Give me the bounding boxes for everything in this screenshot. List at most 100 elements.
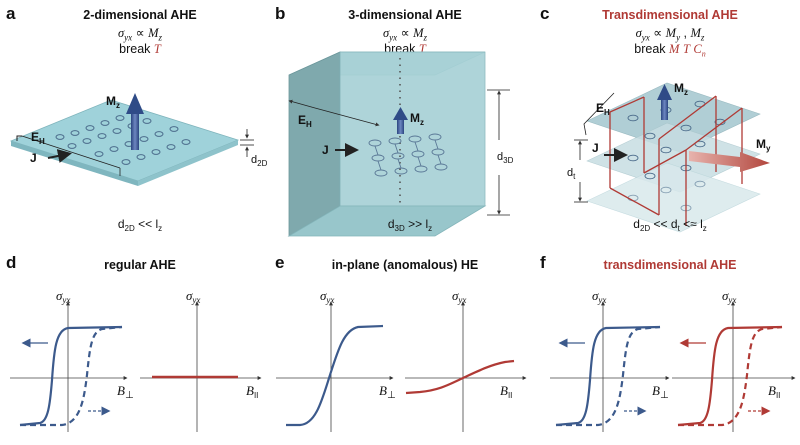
thickness-label-a: d2D — [251, 154, 268, 168]
hysteresis-down — [678, 325, 783, 427]
panel-f-title: transdimensional AHE — [603, 258, 737, 272]
slab-2d-top — [9, 99, 240, 182]
time-reversal-symbol: T — [418, 42, 426, 56]
slab-2d-side — [138, 140, 238, 186]
equation-separator: , — [680, 26, 691, 40]
y-axis-label: σyx — [722, 288, 736, 305]
hysteresis-up — [555, 325, 661, 427]
mz-arrow-shaft-c — [661, 98, 668, 120]
proportional-symbol: ∝ — [135, 26, 145, 40]
y-axis-label: σyx — [320, 288, 334, 305]
cube-bottom — [287, 205, 487, 237]
panel-d-title: regular AHE — [104, 258, 176, 272]
mz-label-c: Mz — [674, 81, 688, 97]
panel-label-e: e — [275, 253, 285, 272]
panel-c-equation: σyx ∝ My , Mz — [570, 25, 770, 43]
break-word: break — [119, 42, 151, 56]
rotation-subscript: n — [701, 49, 706, 59]
magnetization-z-symbol: M — [690, 26, 701, 40]
mz-arrow-head-b — [393, 107, 408, 120]
magnetization-symbol: M — [413, 26, 424, 40]
layer-bottom — [586, 162, 761, 233]
panel-label-d: d — [6, 253, 17, 272]
mz-arrow-shaft-b — [397, 118, 404, 134]
sigma-subscript: yx — [124, 32, 133, 43]
sigma-symbol: σ — [117, 26, 125, 40]
x-axis-label: B⊥ — [652, 383, 669, 401]
hall-curve — [286, 324, 384, 427]
mz-arrow-head-a — [126, 93, 144, 114]
panel-a-break: break T — [40, 42, 240, 57]
panel-label-a: a — [6, 4, 16, 23]
mirror-symbol: M — [669, 42, 680, 56]
panel-b-equation: σyx ∝ Mz — [305, 25, 505, 43]
plot-d-perp: σyx B⊥ — [10, 288, 134, 432]
magnetization-subscript: z — [158, 32, 162, 43]
my-arrow-c — [689, 151, 770, 172]
hall-field-pointer-c — [583, 92, 615, 136]
x-axis-label: B⊥ — [117, 383, 134, 401]
cube-left — [288, 51, 341, 237]
mz-label-b: Mz — [410, 111, 424, 127]
j-label-a: J — [30, 151, 37, 165]
planar-hall-curve — [405, 359, 515, 395]
proportional-symbol: ∝ — [653, 26, 663, 40]
plot-f-par: σyx BII — [672, 288, 796, 432]
slab-2d-front — [11, 141, 138, 186]
plot-e-perp: σyx B⊥ — [276, 288, 396, 432]
eh-label-b: EH — [298, 113, 312, 129]
current-arrow-a — [47, 149, 72, 163]
x-axis-label: B⊥ — [379, 383, 396, 401]
panel-a-equation: σyx ∝ Mz — [40, 25, 240, 43]
panel-label-b: b — [275, 4, 286, 23]
thickness-label-b: d3D — [497, 151, 514, 165]
panel-label-f: f — [540, 253, 546, 272]
eh-label-a: EH — [31, 130, 45, 146]
y-axis-label: σyx — [186, 288, 200, 305]
plot-f-perp: σyx B⊥ — [550, 288, 670, 432]
hysteresis-down — [556, 325, 661, 427]
sigma-subscript: yx — [641, 32, 650, 43]
condition-c: d2D << dt <≈ lz — [633, 217, 707, 233]
magnetization-symbol: M — [148, 26, 159, 40]
thickness-label-c: dt — [567, 167, 576, 181]
hysteresis-up — [677, 325, 783, 427]
mz-label-a: Mz — [106, 94, 120, 110]
j-label-c: J — [592, 141, 599, 155]
y-axis-label: σyx — [452, 288, 466, 305]
hysteresis-up — [19, 325, 123, 427]
y-axis-label: σyx — [592, 288, 606, 305]
sigma-symbol: σ — [382, 26, 390, 40]
mz-arrow-head-c — [657, 84, 672, 100]
eh-pointer-b1 — [288, 99, 316, 109]
panel-c-break: break M T Cn — [570, 42, 770, 59]
condition-a: d2D << lz — [118, 217, 162, 233]
eh-pointer-b2 — [314, 107, 380, 127]
sigma-subscript: yx — [389, 32, 398, 43]
break-word: break — [634, 42, 666, 56]
j-label-b: J — [322, 143, 329, 157]
magnetization-z-subscript: z — [700, 32, 705, 43]
panel-b-title: 3-dimensional AHE — [348, 8, 462, 22]
panel-label-c: c — [540, 4, 550, 23]
rotation-symbol: C — [693, 42, 702, 56]
hysteresis-down — [20, 325, 123, 427]
x-axis-label: BII — [500, 383, 512, 400]
eh-label-c: EH — [596, 101, 610, 117]
condition-b: d3D >> lz — [388, 217, 432, 233]
panel-e-title: in-plane (anomalous) HE — [331, 258, 479, 272]
panel-b-diagram: Mz EH J d3D d3D >> lz — [287, 51, 514, 237]
x-axis-label: BII — [246, 383, 258, 400]
my-label-c: My — [756, 137, 771, 153]
panel-a-title: 2-dimensional AHE — [83, 8, 197, 22]
sigma-symbol: σ — [635, 26, 642, 40]
time-reversal-symbol: T — [153, 42, 161, 56]
x-axis-label: BII — [768, 383, 780, 400]
magnetization-y-subscript: y — [676, 32, 681, 43]
proportional-symbol: ∝ — [400, 26, 410, 40]
magnetization-y-symbol: M — [665, 26, 677, 40]
hall-field-marker-a — [16, 135, 22, 141]
spin-helix-b — [368, 133, 448, 177]
